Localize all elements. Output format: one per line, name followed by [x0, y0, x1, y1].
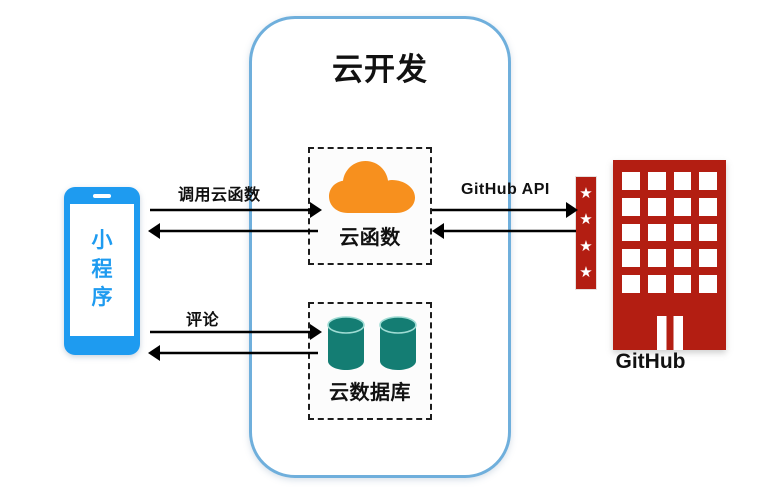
building-window — [647, 197, 666, 216]
building-window — [673, 172, 692, 190]
building-window — [647, 223, 666, 242]
cloud-function-node[interactable]: 云函数 — [308, 147, 432, 265]
building-window — [699, 275, 717, 293]
building-window — [699, 197, 717, 216]
building-window — [647, 249, 666, 267]
mini-program-char-2: 程 — [91, 257, 113, 281]
building-window — [673, 197, 692, 216]
phone-speaker-icon — [93, 194, 111, 198]
building-window — [699, 172, 717, 190]
star-icon: ★ — [579, 237, 593, 255]
building-door-divider — [666, 316, 673, 350]
building-window — [673, 275, 692, 293]
star-icon: ★ — [579, 264, 593, 282]
connection-label-invoke-cloud-function: 调用云函数 — [178, 187, 261, 204]
phone-screen: 小 程 序 — [70, 204, 134, 336]
building-window — [699, 249, 717, 267]
arrow-miniprogram-to-clouddatabase — [148, 324, 322, 361]
cloud-database-node[interactable]: 云数据库 — [308, 302, 432, 420]
building-window — [699, 223, 717, 242]
building-windows — [622, 172, 717, 293]
mini-program-char-3: 序 — [91, 286, 113, 310]
connection-label-github-api: GitHub API — [461, 181, 550, 198]
building-icon — [613, 160, 726, 350]
mini-program-phone[interactable]: 小 程 序 — [64, 187, 140, 355]
star-icon: ★ — [579, 184, 593, 202]
mini-program-char-1: 小 — [91, 228, 113, 252]
building-window — [647, 172, 666, 190]
github-star-banner-icon: ★ ★ ★ ★ — [575, 176, 597, 290]
building-window — [622, 197, 640, 216]
building-window — [622, 249, 640, 267]
page-title: 云开发 — [332, 52, 428, 87]
building-window — [673, 249, 692, 267]
building-window — [622, 275, 640, 293]
arrow-miniprogram-to-cloudfunction — [148, 202, 322, 239]
building-window — [622, 223, 640, 242]
building-window — [673, 223, 692, 242]
connection-label-comment: 评论 — [186, 312, 220, 329]
arrow-cloudfunction-to-github — [432, 202, 578, 239]
cloud-icon — [329, 161, 415, 213]
cloud-function-label: 云函数 — [339, 227, 401, 249]
cloud-database-label: 云数据库 — [329, 382, 411, 404]
building-window — [647, 275, 666, 293]
github-label: GitHub — [615, 350, 686, 373]
star-icon: ★ — [579, 211, 593, 229]
building-window — [622, 172, 640, 190]
database-icon — [327, 316, 417, 370]
